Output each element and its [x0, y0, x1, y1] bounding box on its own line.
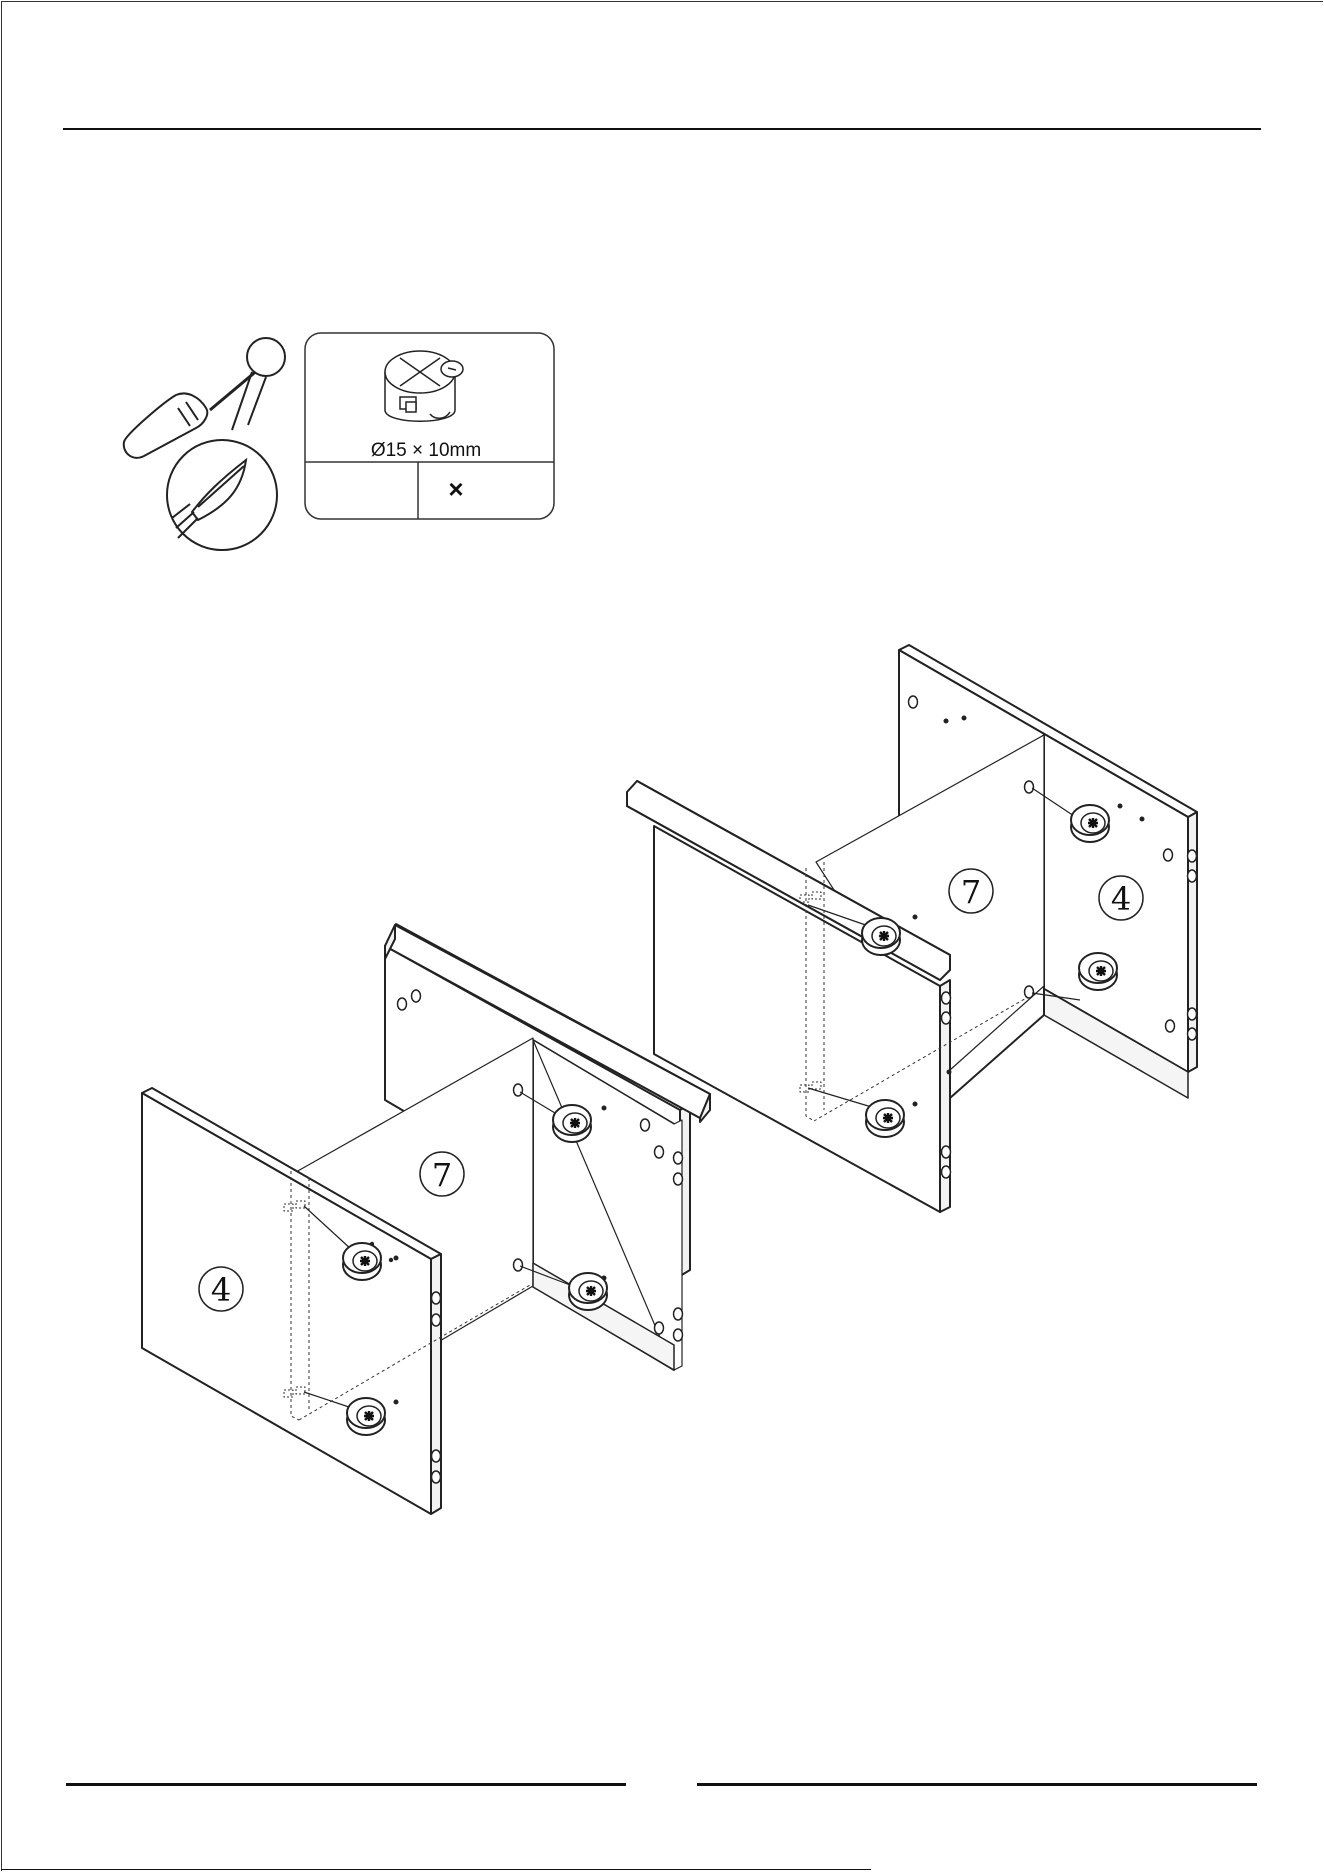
- part-label-left-shelf: 7: [420, 1152, 464, 1196]
- part-label-right-side: 4: [1099, 876, 1143, 920]
- hardware-size-label: Ø15 × 10mm: [371, 440, 481, 461]
- hardware-multiplier: ×: [448, 474, 463, 504]
- part-label-right-shelf: 7: [949, 869, 993, 913]
- screwdriver-icon: [124, 338, 285, 550]
- svg-text:7: 7: [961, 873, 981, 911]
- cam-lock-icon: [385, 351, 463, 421]
- svg-text:4: 4: [1111, 880, 1131, 918]
- left-assembly: [142, 924, 710, 1514]
- svg-text:7: 7: [432, 1156, 452, 1194]
- svg-text:4: 4: [211, 1271, 231, 1309]
- right-assembly: [627, 645, 1197, 1212]
- part-label-left-side: 4: [199, 1267, 243, 1311]
- hardware-box: Ø15 × 10mm ×: [305, 333, 554, 519]
